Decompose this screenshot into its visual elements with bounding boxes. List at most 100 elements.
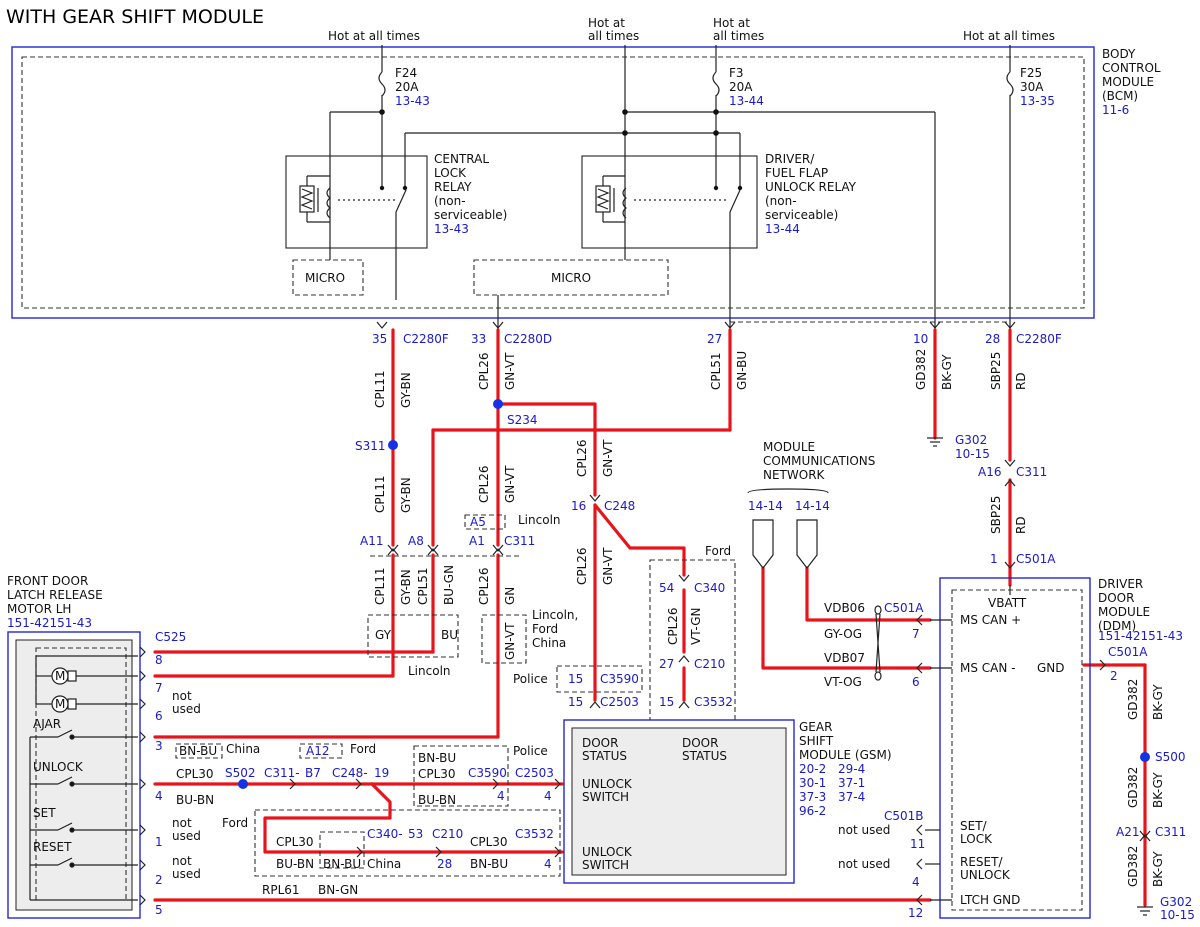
gsm-unlock-switch-1b: SWITCH	[582, 790, 629, 804]
ddm-vbatt: VBATT	[988, 596, 1027, 610]
svg-text:GY-BN: GY-BN	[399, 372, 413, 408]
latch-pin-chevrons	[139, 646, 146, 906]
svg-text:CENTRAL: CENTRAL	[434, 152, 489, 166]
bnbu-police-label: BN-BU	[418, 751, 456, 765]
svg-text:serviceable): serviceable)	[765, 208, 838, 222]
gsm-door-status-2b: STATUS	[682, 749, 727, 763]
svg-text:CPL11: CPL11	[373, 475, 387, 513]
pin-33: 33	[471, 332, 486, 346]
micro-label-2: MICRO	[551, 271, 591, 285]
latch-pin-1: 1	[155, 835, 163, 849]
switch-unlock-label: UNLOCK	[33, 760, 84, 774]
svg-text:CPL26: CPL26	[477, 567, 491, 605]
ddm-notused-1: not used	[838, 823, 890, 837]
vtog-label: VT-OG	[824, 675, 862, 689]
c2503-label-b: C2503	[515, 766, 554, 780]
svg-text:SBP25: SBP25	[989, 352, 1003, 390]
latch-notused-1b: used	[172, 702, 201, 716]
svg-text:F25: F25	[1020, 66, 1042, 80]
ground-g302-a-ref: 10-15	[955, 447, 990, 461]
svg-text:13-43: 13-43	[395, 94, 430, 108]
c2280f-label-b: C2280F	[1016, 332, 1062, 346]
latch-pin-7: 7	[155, 681, 163, 695]
svg-text:DOOR: DOOR	[1098, 591, 1134, 605]
splice-s234-label: S234	[507, 413, 538, 427]
svg-text:151-42151-43: 151-42151-43	[7, 616, 92, 630]
svg-text:MODULE: MODULE	[763, 440, 815, 454]
gy-label: GY	[375, 628, 392, 642]
hot-label-mid1a: Hot at	[588, 16, 625, 30]
c248-label: C248	[604, 499, 635, 513]
latch-pin-3: 3	[155, 739, 163, 753]
svg-text:20A: 20A	[729, 80, 753, 94]
svg-text:DRIVER/: DRIVER/	[765, 152, 815, 166]
pin-15c: 15	[659, 695, 674, 709]
mcn-connector-a-icon	[752, 519, 774, 569]
c210-label-b: C210	[432, 827, 463, 841]
driver-unlock-relay-box	[581, 155, 758, 249]
gsm-unlock-switch-2a: UNLOCK	[582, 845, 633, 859]
ddm-module-border	[939, 577, 1091, 919]
svg-text:11-6: 11-6	[1102, 103, 1129, 117]
micro-label-1: MICRO	[305, 271, 345, 285]
latch-notused-1a: not	[172, 689, 192, 703]
lincoln-inline-box	[367, 614, 459, 658]
pin-a12: A12	[306, 744, 329, 758]
svg-text:RELAY: RELAY	[434, 180, 472, 194]
c501a-label-c: C501A	[1108, 645, 1148, 659]
bubn-label-2: BU-BN	[418, 793, 456, 807]
splice-s502	[238, 779, 248, 789]
pin-53: 53	[408, 827, 423, 841]
svg-text:GD382: GD382	[1126, 846, 1140, 887]
bnbu-china-label: BN-BU	[179, 744, 217, 758]
c311-label: C311	[1016, 465, 1047, 479]
rpl61-label: RPL61	[262, 883, 300, 897]
svg-text:FUEL FLAP: FUEL FLAP	[765, 166, 828, 180]
hot-label-mid2b: all times	[713, 29, 764, 43]
svg-text:F24: F24	[395, 66, 417, 80]
fuse-symbols	[378, 71, 1014, 97]
ddm-notused-2: not used	[838, 857, 890, 871]
svg-text:(DDM): (DDM)	[1098, 619, 1136, 633]
hot-label-mid2a: Hot at	[713, 16, 750, 30]
ford-dashed-box	[649, 559, 736, 721]
bubn-label-3: BU-BN	[276, 857, 314, 871]
bcm-label: BODY CONTROL MODULE (BCM) 11-6	[1102, 47, 1161, 117]
inline-chevrons	[289, 614, 1151, 906]
svg-text:37-4: 37-4	[838, 790, 865, 804]
svg-text:LOCK: LOCK	[434, 166, 467, 180]
svg-text:BODY: BODY	[1102, 47, 1136, 61]
svg-text:GN-VT: GN-VT	[503, 352, 517, 390]
police-label-1: Police	[513, 672, 548, 686]
gsm-unlock-switch-1a: UNLOCK	[582, 777, 633, 791]
ford-label-1: Ford	[705, 544, 731, 558]
cpl30-label-2: CPL30	[418, 767, 456, 781]
switch-set-label: SET	[33, 806, 56, 820]
pin-1: 1	[990, 552, 998, 566]
ground-g302-a: G302	[955, 433, 987, 447]
micro-box-2	[473, 259, 669, 296]
svg-text:29-4: 29-4	[838, 762, 865, 776]
pin-28b: 28	[437, 857, 452, 871]
svg-text:37-1: 37-1	[838, 776, 865, 790]
svg-text:CPL11: CPL11	[373, 370, 387, 408]
svg-text:SBP25: SBP25	[989, 496, 1003, 534]
ddm-pin-11: 11	[910, 837, 925, 851]
police-dashed-box	[556, 665, 643, 693]
motor-m-label-2: M	[55, 697, 65, 711]
svg-text:GN-VT: GN-VT	[601, 439, 615, 477]
svg-text:FRONT DOOR: FRONT DOOR	[7, 574, 88, 588]
vdb06-label: VDB06	[824, 601, 865, 615]
vdb07-label: VDB07	[824, 651, 865, 665]
svg-text:serviceable): serviceable)	[434, 208, 507, 222]
ddm-set: SET/	[960, 819, 988, 833]
svg-text:VT-GN: VT-GN	[689, 608, 703, 645]
c2503-label: C2503	[600, 695, 639, 709]
svg-text:(non-: (non-	[765, 194, 797, 208]
svg-text:BK-GY: BK-GY	[940, 354, 954, 390]
lincoln-label-2: Lincoln	[408, 664, 451, 678]
c311-label-b: C311	[504, 534, 535, 548]
ground-symbol-icon	[1137, 906, 1153, 916]
police-dashed-box-2	[413, 745, 509, 807]
a12-box	[299, 743, 343, 759]
